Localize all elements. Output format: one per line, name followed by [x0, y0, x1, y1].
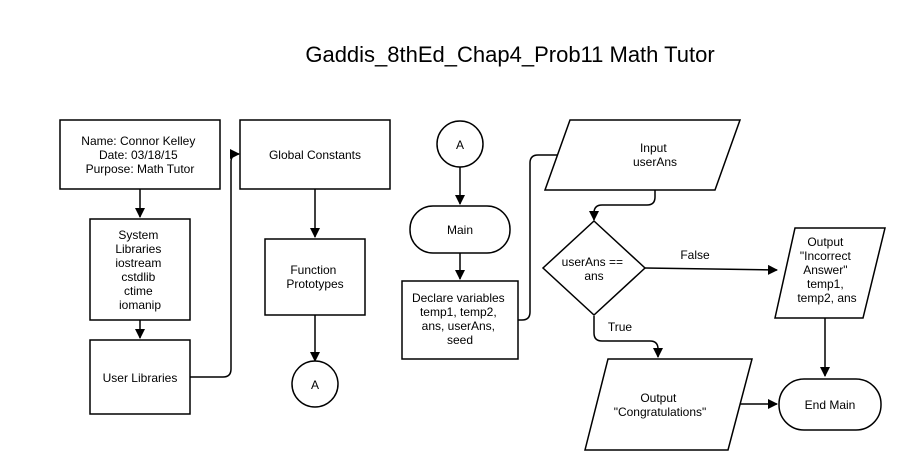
node-global-constants: Global Constants [239, 119, 391, 190]
function-prototypes-text: Function Prototypes [286, 263, 343, 291]
output-incorrect-text: Output "Incorrect Answer" temp1, temp2, … [797, 235, 856, 305]
edges [135, 149, 830, 409]
edge-decision-false-to-incorrect [644, 264, 778, 275]
node-system-libraries: System Libraries iostream cstdlib ctime … [89, 218, 191, 321]
node-main: Main [409, 205, 511, 254]
node-output-incorrect: Output "Incorrect Answer" temp1, temp2, … [774, 227, 886, 319]
node-header-box: Name: Connor Kelley Date: 03/18/15 Purpo… [59, 119, 221, 190]
edge-label-false: False [680, 248, 710, 262]
node-connector-a-in: A [436, 120, 484, 168]
input-userans-text: Input userAns [633, 141, 677, 169]
edge-declare-to-input [518, 150, 569, 321]
connector-a-in-text: A [456, 138, 464, 152]
node-decision: userAns == ans [541, 219, 647, 317]
diagram-title: Gaddis_8thEd_Chap4_Prob11 Math Tutor [305, 42, 714, 67]
node-function-prototypes: Function Prototypes [264, 238, 366, 316]
declare-variables-text: Declare variables temp1, temp2, ans, use… [412, 291, 508, 347]
end-main-text: End Main [805, 398, 856, 412]
connector-a-out-text: A [311, 378, 319, 392]
edge-user-libs-to-global-constants [190, 149, 240, 378]
node-user-libraries: User Libraries [89, 339, 191, 415]
node-end-main: End Main [778, 378, 882, 431]
user-libraries-text: User Libraries [103, 371, 178, 385]
global-constants-text: Global Constants [269, 148, 361, 162]
node-declare-variables: Declare variables temp1, temp2, ans, use… [401, 280, 519, 360]
node-output-congratulations: Output "Congratulations" [584, 358, 753, 451]
node-connector-a-out: A [291, 360, 339, 408]
edge-label-true: True [608, 320, 633, 334]
decision-text: userAns == ans [562, 255, 627, 283]
node-input-userans: Input userAns [543, 119, 742, 191]
output-congratulations-text: Output "Congratulations" [614, 391, 707, 419]
main-text: Main [447, 223, 473, 237]
system-libraries-text: System Libraries iostream cstdlib ctime … [115, 228, 164, 312]
header-box-text: Name: Connor Kelley Date: 03/18/15 Purpo… [81, 134, 198, 176]
edge-input-to-decision [589, 190, 656, 221]
edge-decision-true-to-congrats [593, 316, 663, 358]
